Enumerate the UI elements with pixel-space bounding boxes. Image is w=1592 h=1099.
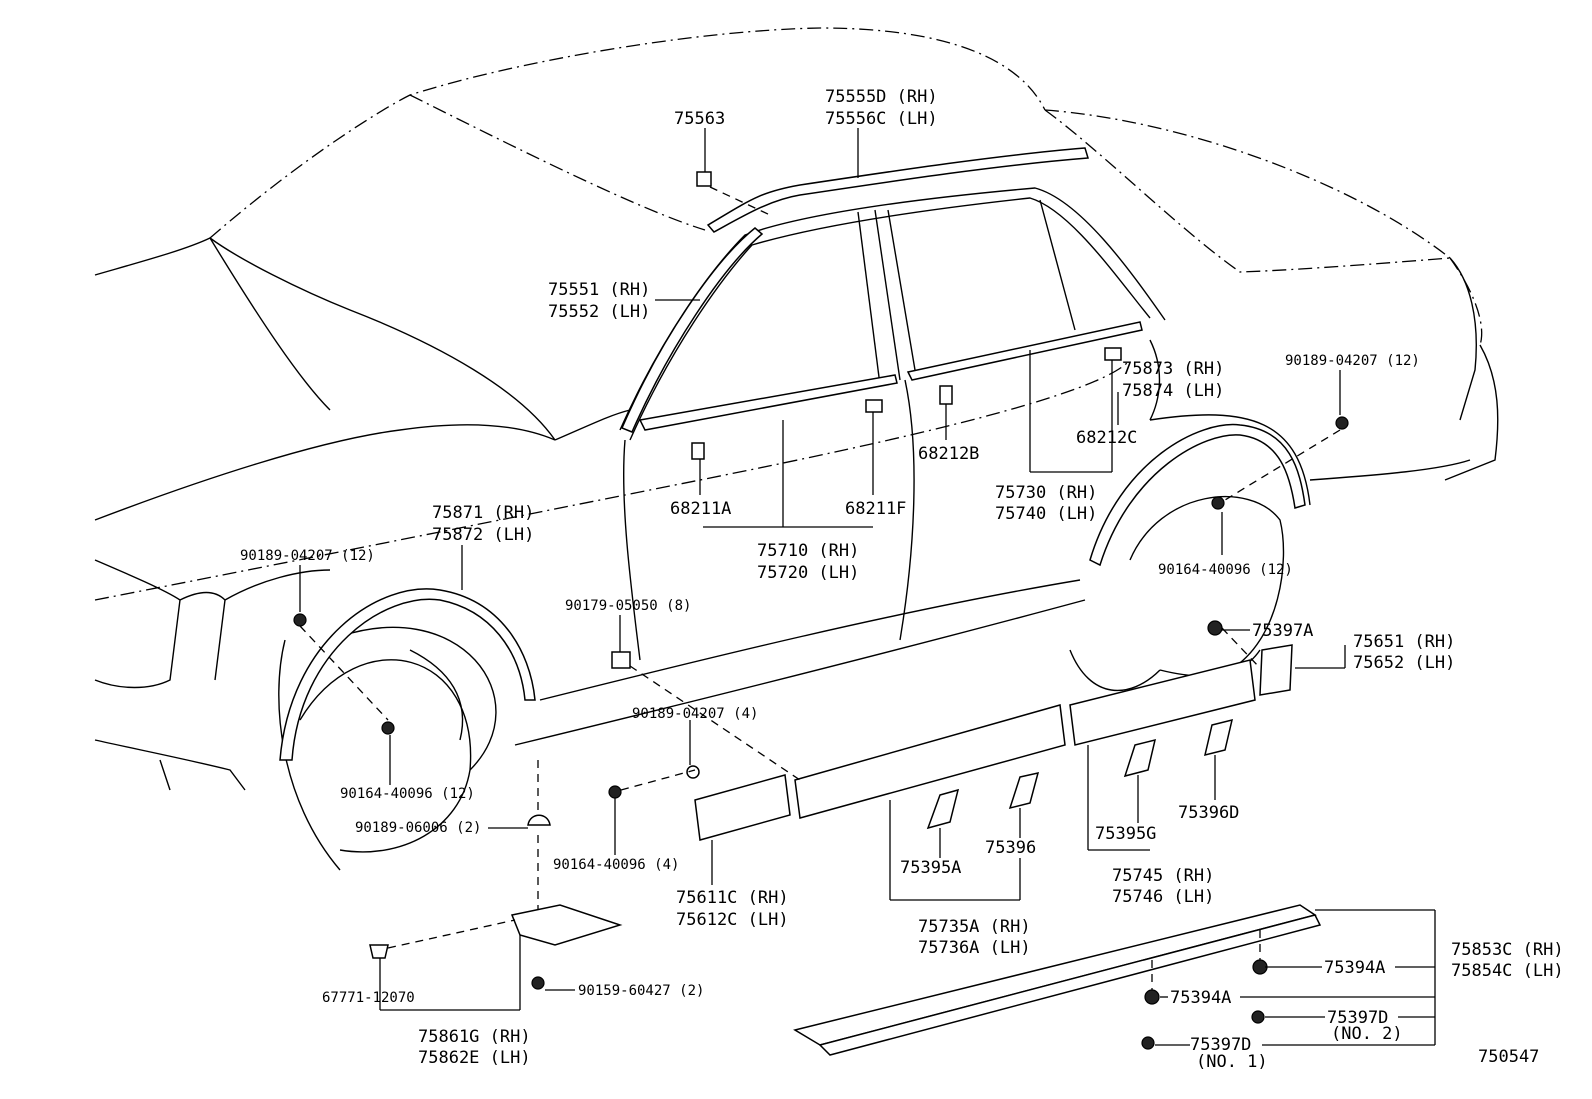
label-75746-lh: 75746 (LH) bbox=[1112, 887, 1214, 907]
label-90164-40096-front: 90164-40096 (12) bbox=[340, 786, 475, 802]
label-75740-lh: 75740 (LH) bbox=[995, 504, 1097, 524]
label-75394a-lower: 75394A bbox=[1170, 988, 1231, 1008]
label-75871-rh: 75871 (RH) bbox=[432, 503, 534, 523]
mud-guard bbox=[510, 904, 623, 946]
clip-75396d-shape bbox=[1203, 718, 1234, 757]
label-90189-06006: 90189-06006 (2) bbox=[355, 820, 481, 836]
clip-90189-06006-shape bbox=[527, 814, 551, 826]
label-75397d-no1: 75397D bbox=[1190, 1035, 1251, 1055]
rocker-panel-lip bbox=[818, 914, 1322, 1056]
label-75555d-rh: 75555D (RH) bbox=[825, 87, 938, 107]
figure-code: 750547 bbox=[1478, 1047, 1539, 1067]
fender-molding bbox=[694, 774, 791, 841]
rocker-clip-75397a-shape bbox=[1207, 620, 1223, 636]
label-75652-lh: 75652 (LH) bbox=[1353, 653, 1455, 673]
leader-lines bbox=[299, 128, 1436, 1046]
clip-90189-4-shape bbox=[686, 765, 700, 779]
clip-75397d-no1-shape bbox=[1141, 1036, 1155, 1050]
assembly-lines bbox=[299, 186, 1341, 990]
label-90189-04207-rear: 90189-04207 (12) bbox=[1285, 353, 1420, 369]
label-75736a-lh: 75736A (LH) bbox=[918, 938, 1031, 958]
rocker-panel bbox=[793, 904, 1317, 1046]
clip-90179-shape bbox=[611, 651, 631, 669]
label-75720-lh: 75720 (LH) bbox=[757, 563, 859, 583]
label-90164-40096-4: 90164-40096 (4) bbox=[553, 857, 679, 873]
label-75394a-upper: 75394A bbox=[1324, 958, 1385, 978]
label-75395g: 75395G bbox=[1095, 824, 1156, 844]
clip-68211a-shape bbox=[691, 442, 705, 460]
label-75556c-lh: 75556C (LH) bbox=[825, 109, 938, 129]
screw-90159-shape bbox=[531, 976, 545, 990]
rear-arch-molding bbox=[1089, 423, 1306, 567]
label-90189-04207-front: 90189-04207 (12) bbox=[240, 548, 375, 564]
front-belt-molding bbox=[638, 374, 898, 431]
roof-clip bbox=[696, 171, 712, 187]
label-68212c: 68212C bbox=[1076, 428, 1137, 448]
clip-68211f-shape bbox=[865, 399, 883, 413]
windshield-molding bbox=[621, 227, 764, 433]
moldings bbox=[279, 147, 1322, 1056]
label-75612c-lh: 75612C (LH) bbox=[676, 910, 789, 930]
label-75735a-rh: 75735A (RH) bbox=[918, 917, 1031, 937]
screw-front-arch-shape bbox=[381, 721, 395, 735]
label-75611c-rh: 75611C (RH) bbox=[676, 888, 789, 908]
label-90159-60427: 90159-60427 (2) bbox=[578, 983, 704, 999]
rear-door-molding bbox=[1069, 659, 1256, 746]
label-75552-lh: 75552 (LH) bbox=[548, 302, 650, 322]
clip-75395a-shape bbox=[926, 788, 960, 830]
clip-68212c-shape bbox=[1104, 347, 1122, 361]
clip-rear-arch-shape bbox=[1335, 416, 1349, 430]
label-75563: 75563 bbox=[674, 109, 725, 129]
rear-quarter-molding bbox=[1259, 644, 1293, 696]
label-75873-rh: 75873 (RH) bbox=[1122, 359, 1224, 379]
label-75710-rh: 75710 (RH) bbox=[757, 541, 859, 561]
label-75395a: 75395A bbox=[900, 858, 961, 878]
label-75551-rh: 75551 (RH) bbox=[548, 280, 650, 300]
drip-molding bbox=[706, 147, 1089, 233]
label-75651-rh: 75651 (RH) bbox=[1353, 632, 1455, 652]
label-90189-04207-4: 90189-04207 (4) bbox=[632, 706, 758, 722]
label-68212b: 68212B bbox=[918, 444, 979, 464]
label-67771-12070: 67771-12070 bbox=[322, 990, 415, 1006]
label-75745-rh: 75745 (RH) bbox=[1112, 866, 1214, 886]
clip-75395g-shape bbox=[1123, 738, 1157, 778]
label-90179-05050: 90179-05050 (8) bbox=[565, 598, 691, 614]
label-90164-40096-rear: 90164-40096 (12) bbox=[1158, 562, 1293, 578]
clip-75396-shape bbox=[1008, 771, 1040, 810]
clip-75394a-lower-shape bbox=[1144, 989, 1160, 1005]
label-75862e-lh: 75862E (LH) bbox=[418, 1048, 531, 1068]
label-75397d-no1-note: (NO. 1) bbox=[1196, 1052, 1268, 1072]
label-75397d-no2-note: (NO. 2) bbox=[1331, 1024, 1403, 1044]
label-75872-lh: 75872 (LH) bbox=[432, 525, 534, 545]
clip-75394a-upper-shape bbox=[1252, 959, 1268, 975]
front-arch-molding bbox=[279, 588, 536, 761]
label-75854c-lh: 75854C (LH) bbox=[1451, 961, 1564, 981]
front-door-molding bbox=[794, 704, 1066, 819]
car-body-outline bbox=[94, 27, 1499, 871]
part-labels: 75563 75555D (RH) 75556C (LH) 75551 (RH)… bbox=[240, 87, 1564, 1072]
screw-90164-4-shape bbox=[608, 785, 622, 799]
label-75396d: 75396D bbox=[1178, 803, 1239, 823]
label-75861g-rh: 75861G (RH) bbox=[418, 1027, 531, 1047]
clip-67771-shape bbox=[369, 944, 389, 959]
label-75730-rh: 75730 (RH) bbox=[995, 483, 1097, 503]
label-75396: 75396 bbox=[985, 838, 1036, 858]
label-75397d-no2: 75397D bbox=[1327, 1008, 1388, 1028]
screw-rear-arch-shape bbox=[1211, 496, 1225, 510]
label-68211f: 68211F bbox=[845, 499, 906, 519]
rear-belt-molding bbox=[906, 321, 1143, 381]
label-75397a: 75397A bbox=[1252, 621, 1313, 641]
clip-front-arch-shape bbox=[293, 613, 307, 627]
label-75874-lh: 75874 (LH) bbox=[1122, 381, 1224, 401]
clip-68212b-shape bbox=[939, 385, 953, 405]
label-75853c-rh: 75853C (RH) bbox=[1451, 940, 1564, 960]
label-68211a: 68211A bbox=[670, 499, 731, 519]
fasteners bbox=[293, 171, 1349, 1050]
clip-75397d-no2-shape bbox=[1251, 1010, 1265, 1024]
